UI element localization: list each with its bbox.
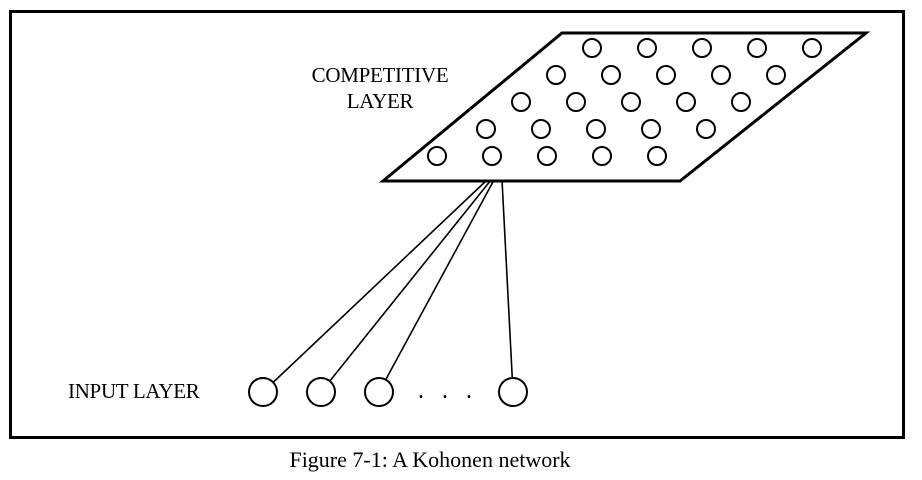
competitive-node [621,92,641,112]
competitive-node [586,119,606,139]
competitive-layer-label-line2: LAYER [346,89,414,113]
competitive-node [802,38,822,58]
connection-line [501,179,514,379]
competitive-node [641,119,661,139]
competitive-node [696,119,716,139]
input-node [306,377,336,407]
competitive-node [647,146,667,166]
input-nodes [248,377,528,407]
competitive-node [676,92,696,112]
competitive-node [537,146,557,166]
competitive-nodes [427,38,822,166]
competitive-node [692,38,712,58]
connection-line [329,179,492,382]
competitive-node [747,38,767,58]
competitive-node [427,146,447,166]
competitive-node [592,146,612,166]
input-layer-label: INPUT LAYER [68,379,200,403]
competitive-node [566,92,586,112]
competitive-layer-label-line1: COMPETITIVE [311,63,449,87]
figure-caption: Figure 7-1: A Kohonen network [289,447,571,472]
competitive-layer-plane [378,31,871,183]
competitive-node [656,65,676,85]
input-node [498,377,528,407]
competitive-node [511,92,531,112]
competitive-node [731,92,751,112]
competitive-node [637,38,657,58]
input-node [248,377,278,407]
competitive-node [482,146,502,166]
ellipsis: . . . [418,378,478,404]
connection-line [384,179,495,381]
competitive-layer-label: COMPETITIVE LAYER [250,62,510,114]
competitive-node [601,65,621,85]
competitive-node [582,38,602,58]
competitive-node [711,65,731,85]
input-node [364,377,394,407]
competitive-node [546,65,566,85]
competitive-node [531,119,551,139]
competitive-node [476,119,496,139]
connection-lines [272,179,514,383]
connection-line [272,179,488,383]
competitive-node [766,65,786,85]
figure-frame [9,10,905,439]
